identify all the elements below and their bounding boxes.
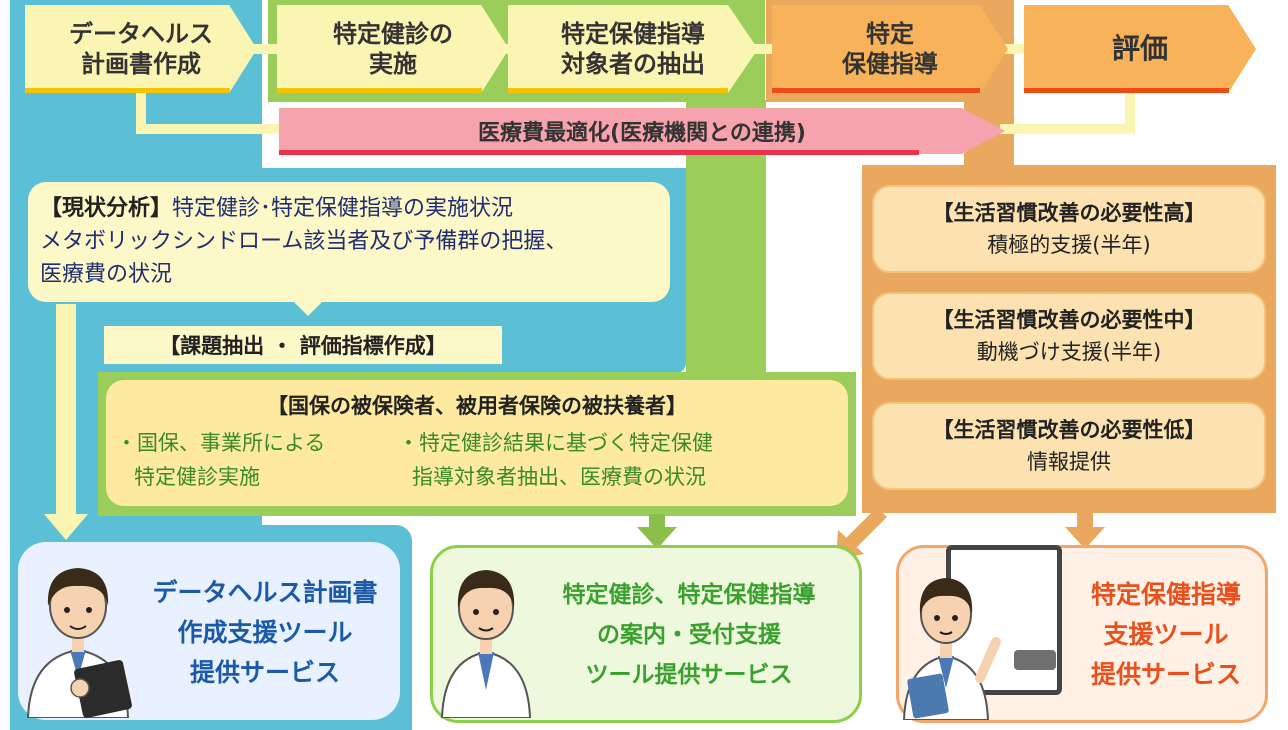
arrow-left-head — [44, 514, 88, 540]
arrow-middle-shaft — [649, 514, 665, 528]
analysis-line-3: 医療費の状況 — [40, 262, 173, 287]
service-middle-line: 特定健診、特定保健指導 — [562, 582, 816, 608]
flow-step-text: 保健指導 — [842, 50, 938, 78]
support-card-mid: 【生活習慣改善の必要性中】動機づけ支援(半年) — [872, 292, 1266, 380]
service-right-line: 特定保健指導 — [1090, 580, 1241, 609]
analysis-text: 特定健診･特定保健指導の実施状況 — [172, 196, 514, 221]
flow-step-data-health: データヘルス計画書作成 — [25, 5, 257, 93]
analysis-bubble: 【現状分析】特定健診･特定保健指導の実施状況 メタボリックシンドローム該当者及び… — [28, 182, 670, 302]
flow-step-text: 評価 — [1111, 32, 1168, 65]
support-card-low: 【生活習慣改善の必要性低】情報提供 — [872, 402, 1266, 490]
flow-step-underline — [277, 88, 482, 93]
connector-line-right — [1000, 124, 1135, 134]
flow-step-underline — [1024, 88, 1229, 93]
flow-step-underline — [508, 88, 728, 93]
analysis-line-1: 【現状分析】特定健診･特定保健指導の実施状況 — [40, 192, 658, 225]
support-card-high: 【生活習慣改善の必要性高】積極的支援(半年) — [872, 185, 1266, 273]
flow-step-guidance: 特定保健指導 — [772, 5, 1008, 93]
flow-step-text: 特定健診の — [333, 20, 453, 48]
person-clipboard-icon — [26, 568, 132, 718]
flow-step-underline — [772, 88, 980, 93]
person-pointing-icon — [902, 578, 1001, 720]
service-right-line: 支援ツール — [1103, 620, 1229, 649]
service-right-text: 特定保健指導支援ツール提供サービス — [1064, 570, 1268, 700]
analysis-bubble-tail — [292, 300, 324, 316]
insured-left-line: 特定健診実施 — [134, 465, 260, 489]
service-middle-line: ツール提供サービス — [585, 662, 793, 688]
flow-step-evaluation: 評価 — [1024, 5, 1256, 93]
flow-step-text: 特定 — [866, 20, 914, 48]
arrow-left-shaft — [56, 304, 76, 516]
issue-label-text: 【課題抽出 ・ 評価指標作成】 — [159, 334, 447, 358]
insured-left: ・国保、事業所による 特定健診実施 — [116, 426, 325, 494]
flow-step-text: 対象者の抽出 — [561, 50, 705, 78]
analysis-tag: 【現状分析】 — [40, 196, 173, 221]
flow-step-text: 特定保健指導 — [561, 20, 705, 48]
whiteboard-eraser — [1014, 650, 1056, 670]
support-body: 情報提供 — [1027, 450, 1111, 474]
insured-right-line: 指導対象者抽出、医療費の状況 — [412, 465, 706, 489]
connector-line-riser — [1125, 92, 1135, 132]
service-left-line: データヘルス計画書 — [152, 578, 378, 607]
flow-step-text: データヘルス — [69, 20, 213, 48]
analysis-line-2: メタボリックシンドローム該当者及び予備群の把握、 — [40, 229, 568, 254]
support-title: 【生活習慣改善の必要性中】 — [932, 308, 1206, 332]
support-title: 【生活習慣改善の必要性高】 — [932, 201, 1206, 225]
support-body: 動機づけ支援(半年) — [976, 340, 1162, 364]
flow-step-extraction: 特定保健指導対象者の抽出 — [508, 5, 758, 93]
flow-step-underline — [25, 88, 230, 93]
flow-step-text: 計画書作成 — [81, 50, 201, 78]
medical-cost-text: 医療費最適化(医療機関との連携) — [478, 121, 806, 146]
insured-card: 【国保の被保険者、被用者保険の被扶養者】 ・国保、事業所による 特定健診実施 ・… — [106, 380, 848, 506]
insured-right: ・特定健診結果に基づく特定保健 指導対象者抽出、医療費の状況 — [398, 426, 713, 494]
medical-cost-bar: 医療費最適化(医療機関との連携) — [279, 108, 1005, 154]
service-left-text: データヘルス計画書作成支援ツール提供サービス — [130, 568, 400, 698]
service-right-line: 提供サービス — [1090, 660, 1241, 689]
support-title: 【生活習慣改善の必要性低】 — [932, 418, 1206, 442]
connector-line-bottom — [136, 124, 286, 134]
connector-line-left — [136, 92, 146, 132]
arrow-right-head — [1065, 527, 1105, 549]
medical-cost-underline — [279, 150, 919, 155]
service-left-line: 作成支援ツール — [177, 618, 353, 647]
person-doctor-icon — [440, 570, 532, 718]
flow-step-checkup: 特定健診の実施 — [277, 5, 509, 93]
service-middle-text: 特定健診、特定保健指導の案内・受付支援ツール提供サービス — [520, 570, 858, 700]
arrow-middle-head — [637, 527, 677, 549]
service-middle-line: の案内・受付支援 — [597, 622, 781, 648]
flow-step-text: 実施 — [369, 50, 417, 78]
service-left-line: 提供サービス — [189, 658, 340, 687]
insured-right-line: ・特定健診結果に基づく特定保健 — [398, 431, 713, 455]
issue-extraction-label: 【課題抽出 ・ 評価指標作成】 — [104, 326, 502, 364]
insured-title: 【国保の被保険者、被用者保険の被扶養者】 — [267, 394, 687, 418]
arrow-right-shaft — [1077, 512, 1093, 528]
insured-left-line: ・国保、事業所による — [116, 431, 326, 455]
support-body: 積極的支援(半年) — [987, 233, 1151, 257]
